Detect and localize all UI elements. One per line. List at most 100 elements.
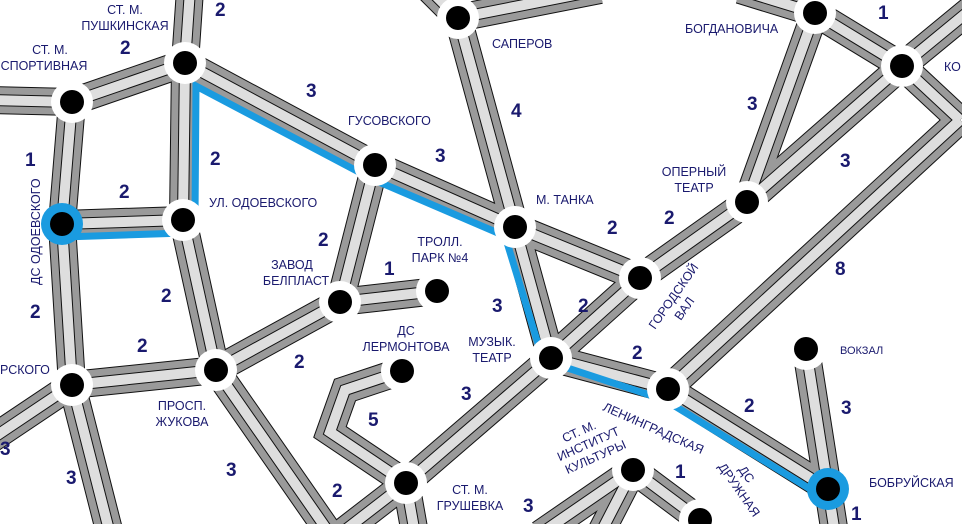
road xyxy=(0,0,203,116)
segment-count: 5 xyxy=(368,410,379,431)
station-label-ko: КО xyxy=(944,60,961,74)
station-dot-icon xyxy=(794,337,818,361)
stations xyxy=(41,0,923,524)
station-dot-icon xyxy=(816,477,840,501)
station-dot-icon xyxy=(803,1,827,25)
station-label-ds-odoevskogo: ДС ОДОЕВСКОГО xyxy=(29,178,43,285)
station-dot-icon xyxy=(688,508,712,524)
station-ds-odoevskogo[interactable] xyxy=(41,203,83,245)
station-label-gusovskogo: ГУСОВСКОГО xyxy=(348,114,431,128)
segment-count: 3 xyxy=(523,496,534,517)
station-troll-park[interactable] xyxy=(416,270,458,312)
segment-count: 2 xyxy=(161,286,172,307)
segment-counts: 2 2 3 2 1 2 3 4 2 3 1 3 3 2 2 8 2 1 2 2 … xyxy=(0,0,889,524)
segment-count: 3 xyxy=(306,81,317,102)
road-lane xyxy=(664,116,962,393)
segment-count: 2 xyxy=(294,352,305,373)
segment-count: 3 xyxy=(226,460,237,481)
segment-count: 2 xyxy=(744,396,755,417)
segment-count: 2 xyxy=(607,218,618,239)
station-dot-icon xyxy=(328,290,352,314)
station-gusovskogo[interactable] xyxy=(354,144,396,186)
station-st-m-grushevka[interactable] xyxy=(385,462,427,504)
segment-count: 3 xyxy=(840,151,851,172)
road-lane xyxy=(742,11,820,204)
road-lane xyxy=(56,101,113,524)
segment-count: 2 xyxy=(30,302,41,323)
station-dot-icon xyxy=(656,377,680,401)
station-ko[interactable] xyxy=(881,45,923,87)
station-label-bobruyskaya: БОБРУЙСКАЯ xyxy=(869,475,954,490)
segment-count: 3 xyxy=(66,468,77,489)
station-prosp-zhukova[interactable] xyxy=(195,349,237,391)
segment-count: 2 xyxy=(215,0,226,21)
road-lane xyxy=(0,0,195,108)
station-dot-icon xyxy=(60,90,84,114)
station-label-pushkinskaya: СТ. М.ПУШКИНСКАЯ xyxy=(81,3,168,33)
segment-count: 2 xyxy=(332,481,343,502)
station-label-st-m-grushevka: СТ. М.ГРУШЕВКА xyxy=(437,483,504,513)
station-dot-icon xyxy=(394,471,418,495)
segment-count: 3 xyxy=(435,146,446,167)
station-label-sportivnaya: СТ. М.СПОРТИВНАЯ xyxy=(1,43,88,73)
station-dot-icon xyxy=(735,190,759,214)
segment-count: 4 xyxy=(511,101,522,122)
station-dot-icon xyxy=(363,153,387,177)
station-label-muzyk-teatr: МУЗЫК.ТЕАТР xyxy=(468,335,515,365)
segment-count: 1 xyxy=(384,259,395,280)
station-muzyk-teatr[interactable] xyxy=(530,337,572,379)
station-label-troll-park: ТРОЛЛ.ПАРК №4 xyxy=(412,235,469,265)
road-lane xyxy=(457,0,576,23)
segment-count: 3 xyxy=(747,94,758,115)
segment-count: 2 xyxy=(632,343,643,364)
station-dot-icon xyxy=(173,51,197,75)
segment-count: 1 xyxy=(25,150,36,171)
segment-count: 2 xyxy=(119,182,130,203)
station-dot-icon xyxy=(390,359,414,383)
segment-count: 1 xyxy=(851,504,862,524)
segment-count: 2 xyxy=(664,208,675,229)
station-dot-icon xyxy=(628,266,652,290)
station-ds-druzhnaya[interactable] xyxy=(679,499,721,524)
station-operny-teatr[interactable] xyxy=(726,181,768,223)
segment-count: 8 xyxy=(835,259,846,280)
station-m-tanka[interactable] xyxy=(494,206,536,248)
station-dot-icon xyxy=(50,212,74,236)
segment-count: 3 xyxy=(461,384,472,405)
station-ds-lermontova[interactable] xyxy=(381,350,423,392)
segment-count: 3 xyxy=(841,398,852,419)
segment-count: 2 xyxy=(210,149,221,170)
station-dot-icon xyxy=(539,346,563,370)
station-institut-kultury[interactable] xyxy=(612,449,654,491)
station-vokzal[interactable] xyxy=(785,328,827,370)
station-leningradskaya[interactable] xyxy=(647,368,689,410)
station-label-urskogo: РСКОГО xyxy=(0,363,50,377)
station-dot-icon xyxy=(446,6,470,30)
station-dot-icon xyxy=(890,54,914,78)
station-dot-icon xyxy=(204,358,228,382)
station-bogdanovicha[interactable] xyxy=(794,0,836,34)
station-label-bogdanovicha: БОГДАНОВИЧА xyxy=(685,22,779,36)
station-label-prosp-zhukova: ПРОСП.ЖУКОВА xyxy=(156,399,210,429)
station-urskogo[interactable] xyxy=(51,364,93,406)
segment-count: 2 xyxy=(318,230,329,251)
station-pushkinskaya[interactable] xyxy=(164,42,206,84)
station-label-saperov: САПЕРОВ xyxy=(492,37,552,51)
station-label-ul-odoevskogo: УЛ. ОДОЕВСКОГО xyxy=(209,196,318,210)
segment-count: 3 xyxy=(0,439,11,460)
road-lane xyxy=(344,274,644,524)
station-label-vokzal: ВОКЗАЛ xyxy=(840,345,883,357)
station-dot-icon xyxy=(503,215,527,239)
segment-count: 3 xyxy=(492,296,503,317)
station-ul-odoevskogo[interactable] xyxy=(162,199,204,241)
station-dot-icon xyxy=(171,208,195,232)
station-saperov[interactable] xyxy=(437,0,479,39)
station-sportivnaya[interactable] xyxy=(51,81,93,123)
station-gorodskoy-val[interactable] xyxy=(619,257,661,299)
station-bobruyskaya[interactable] xyxy=(807,468,849,510)
station-zavod-belplast[interactable] xyxy=(319,281,361,323)
